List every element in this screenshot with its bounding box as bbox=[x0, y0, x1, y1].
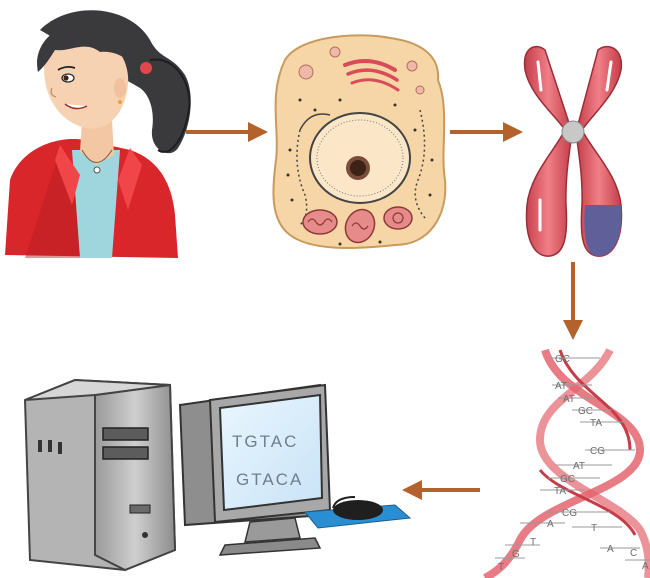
dna-double-helix: GC AT AT GC TA CG AT GC TA CG T A G T A … bbox=[483, 348, 650, 578]
cell-illustration bbox=[272, 34, 447, 249]
dna-base-label: AT bbox=[563, 394, 575, 405]
dna-base-label: CG bbox=[562, 508, 577, 519]
dna-base-label: AT bbox=[555, 381, 567, 392]
arrow-dna-to-computer bbox=[402, 480, 480, 500]
arrow-cell-to-chromosome bbox=[450, 122, 523, 142]
arrow-chromosome-to-dna bbox=[563, 262, 583, 340]
dna-base-label: GC bbox=[560, 474, 575, 485]
dna-base-label: A bbox=[642, 561, 649, 572]
dna-base-label: T bbox=[530, 537, 536, 548]
dna-base-label: A bbox=[547, 519, 554, 530]
screen-sequence-line-1: TGTAC bbox=[232, 432, 298, 451]
screen-sequence-line-2: GTACA bbox=[236, 470, 303, 489]
dna-base-label: A bbox=[607, 544, 614, 555]
dna-base-label: T bbox=[498, 562, 504, 573]
computer-illustration: TGTAC GTACA bbox=[23, 378, 412, 572]
dna-base-label: C bbox=[630, 548, 637, 559]
dna-base-label: TA bbox=[590, 418, 602, 429]
dna-base-label: TA bbox=[554, 486, 566, 497]
dna-base-label: GC bbox=[555, 354, 570, 365]
chromosome-illustration bbox=[523, 45, 623, 257]
dna-base-label: T bbox=[591, 523, 597, 534]
dna-base-label: CG bbox=[590, 446, 605, 457]
dna-base-label: G bbox=[512, 549, 520, 560]
dna-base-label: AT bbox=[573, 461, 585, 472]
dna-base-label: GC bbox=[578, 406, 593, 417]
woman-illustration bbox=[5, 10, 191, 258]
arrow-person-to-cell bbox=[186, 122, 268, 142]
